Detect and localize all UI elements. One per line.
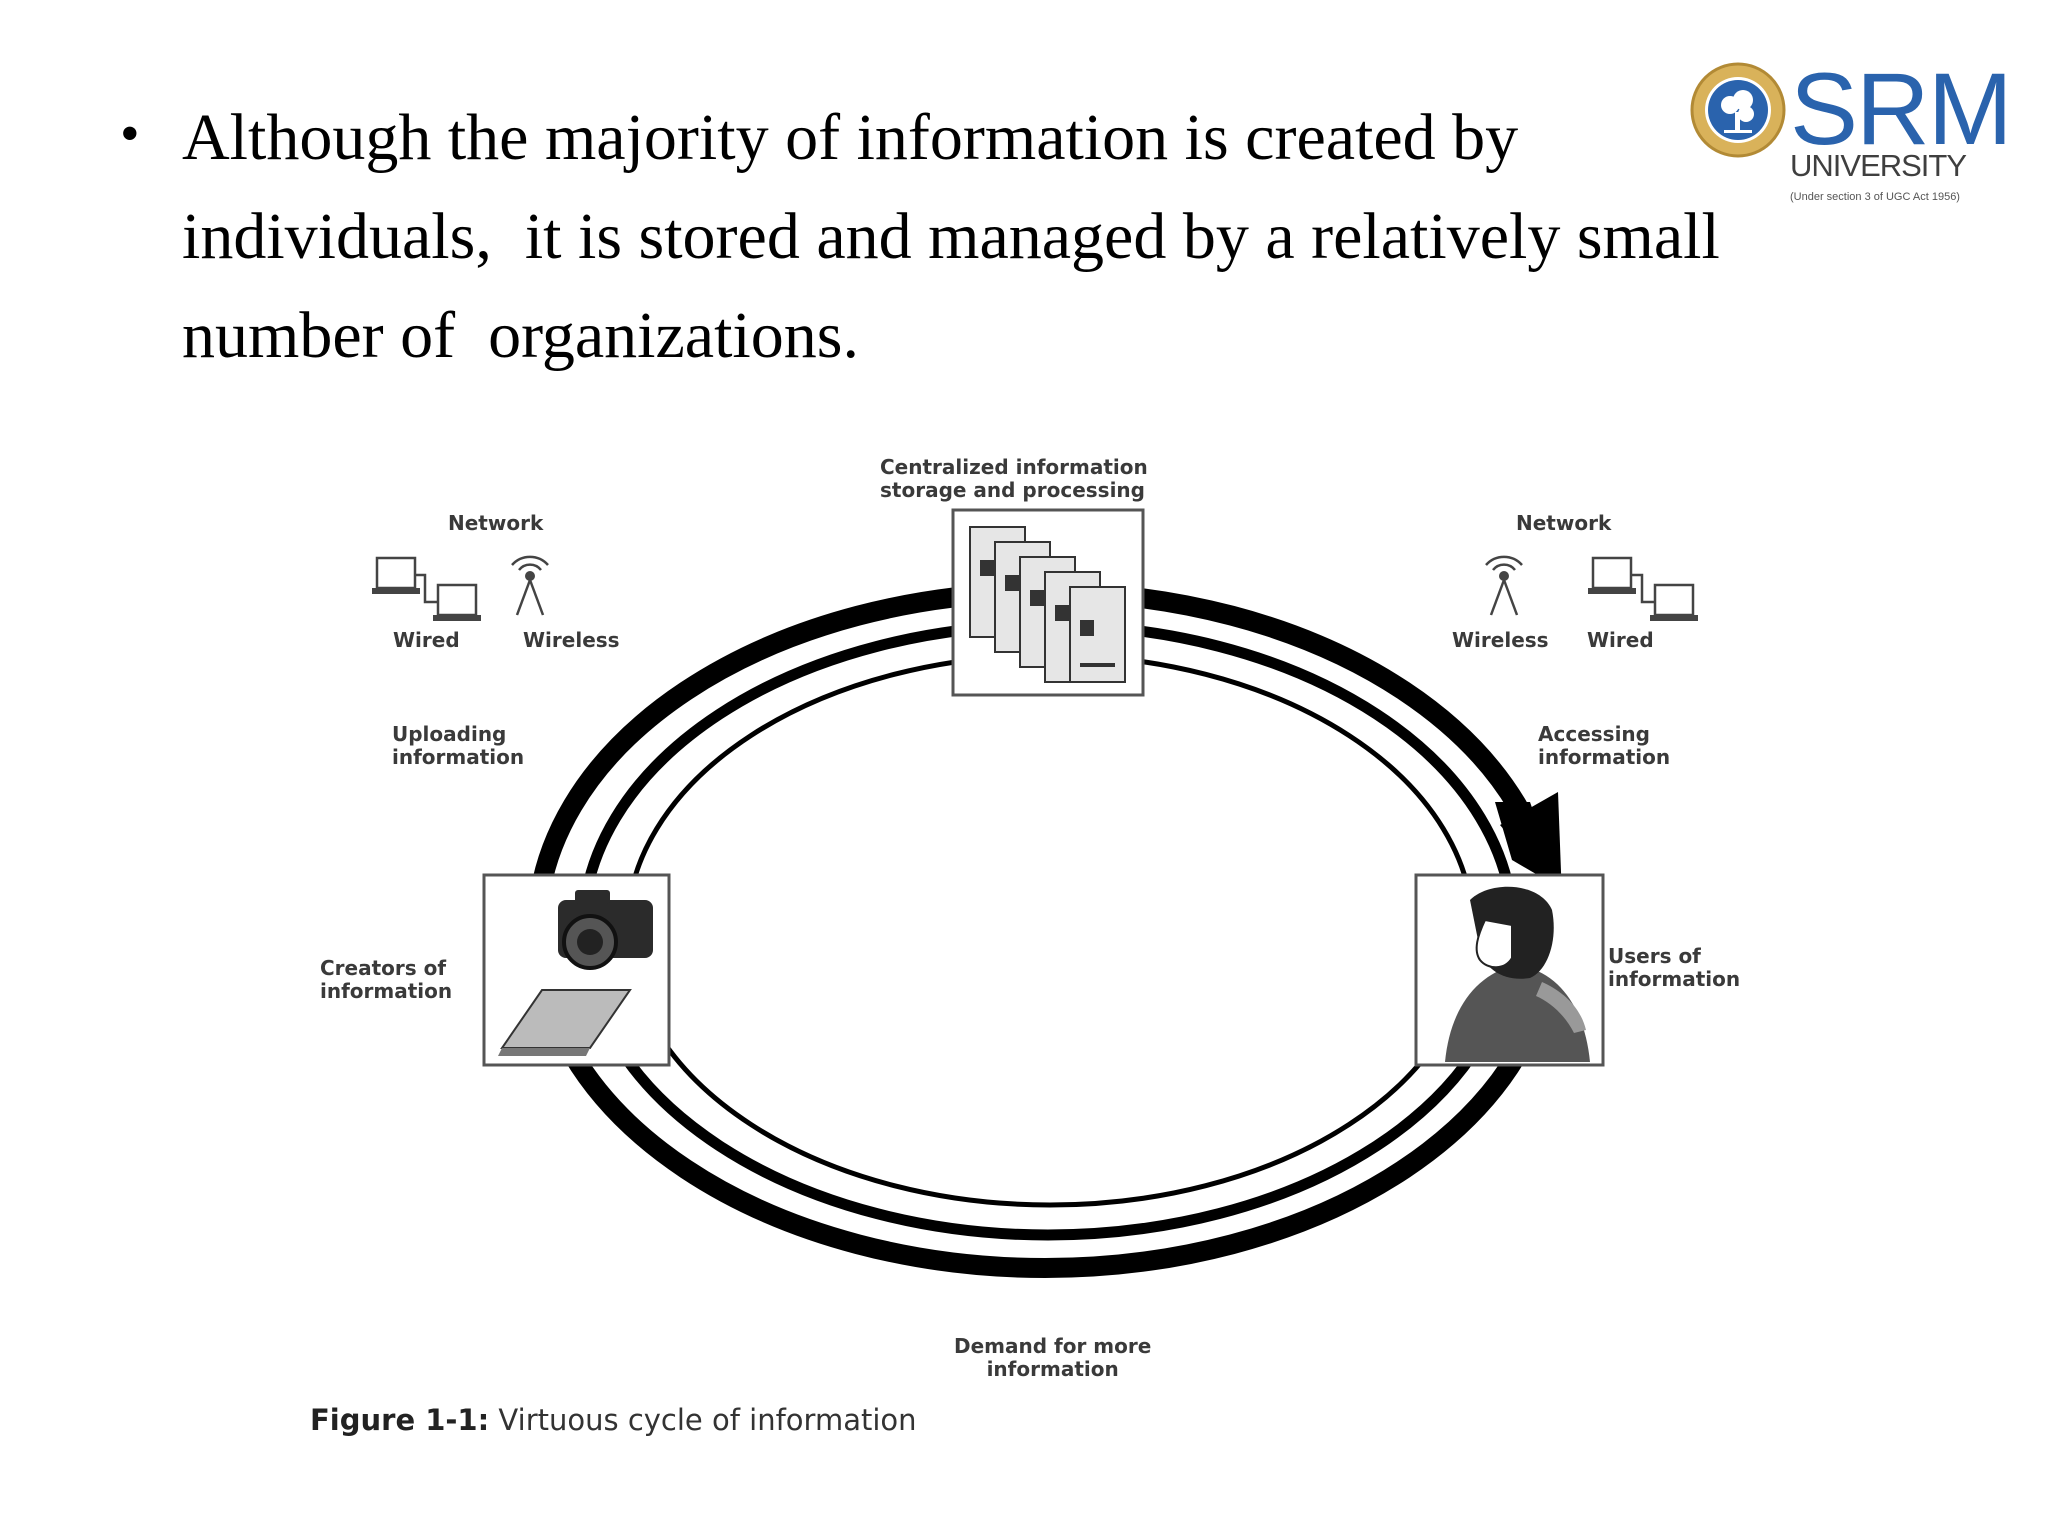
server-storage-icon — [951, 508, 1145, 697]
accessing-label: Accessing information — [1538, 722, 1671, 769]
cycle-diagram — [372, 508, 1698, 1278]
right-wired-icon — [1588, 556, 1698, 621]
caption-text: Virtuous cycle of information — [489, 1403, 917, 1437]
logo-university: UNIVERSITY — [1790, 148, 1967, 183]
left-network-label: Network — [448, 511, 544, 535]
virtuous-cycle-figure: Centralized information storage and proc… — [290, 430, 1820, 1470]
centralized-storage-label: Centralized information storage and proc… — [880, 455, 1148, 502]
inner-cycle-ring — [624, 652, 1476, 1208]
logo-srm: SRM — [1790, 52, 2013, 166]
demand-label: Demand for more information — [954, 1334, 1152, 1381]
camera-laptop-icon — [482, 873, 671, 1067]
users-label: Users of information — [1608, 944, 1741, 991]
left-wireless-icon — [511, 555, 549, 616]
bullet-line-2: individuals, it is stored and managed by… — [182, 200, 1720, 273]
caption-number: Figure 1-1: — [310, 1403, 490, 1437]
left-wired-label: Wired — [393, 628, 460, 652]
bullet-symbol: • — [120, 103, 140, 165]
bullet-line-1: Although the majority of information is … — [182, 101, 1519, 174]
left-wired-icon — [372, 556, 481, 621]
user-phone-icon — [1414, 873, 1605, 1067]
figure-caption: Figure 1-1: Virtuous cycle of informatio… — [310, 1403, 917, 1437]
university-seal-icon — [1690, 62, 1786, 158]
uploading-label: Uploading information — [392, 722, 525, 769]
right-wired-label: Wired — [1587, 628, 1654, 652]
logo-note: (Under section 3 of UGC Act 1956) — [1790, 191, 1960, 203]
srm-university-logo: SRM UNIVERSITY (Under section 3 of UGC A… — [1688, 52, 2013, 208]
right-wireless-icon — [1485, 555, 1523, 616]
creators-label: Creators of information — [320, 956, 453, 1003]
bullet-line-3: number of organizations. — [182, 299, 859, 372]
left-wireless-label: Wireless — [523, 628, 620, 652]
right-network-label: Network — [1516, 511, 1612, 535]
right-wireless-label: Wireless — [1452, 628, 1549, 652]
bullet-text: Although the majority of information is … — [182, 88, 1902, 385]
middle-cycle-ring — [577, 619, 1519, 1241]
